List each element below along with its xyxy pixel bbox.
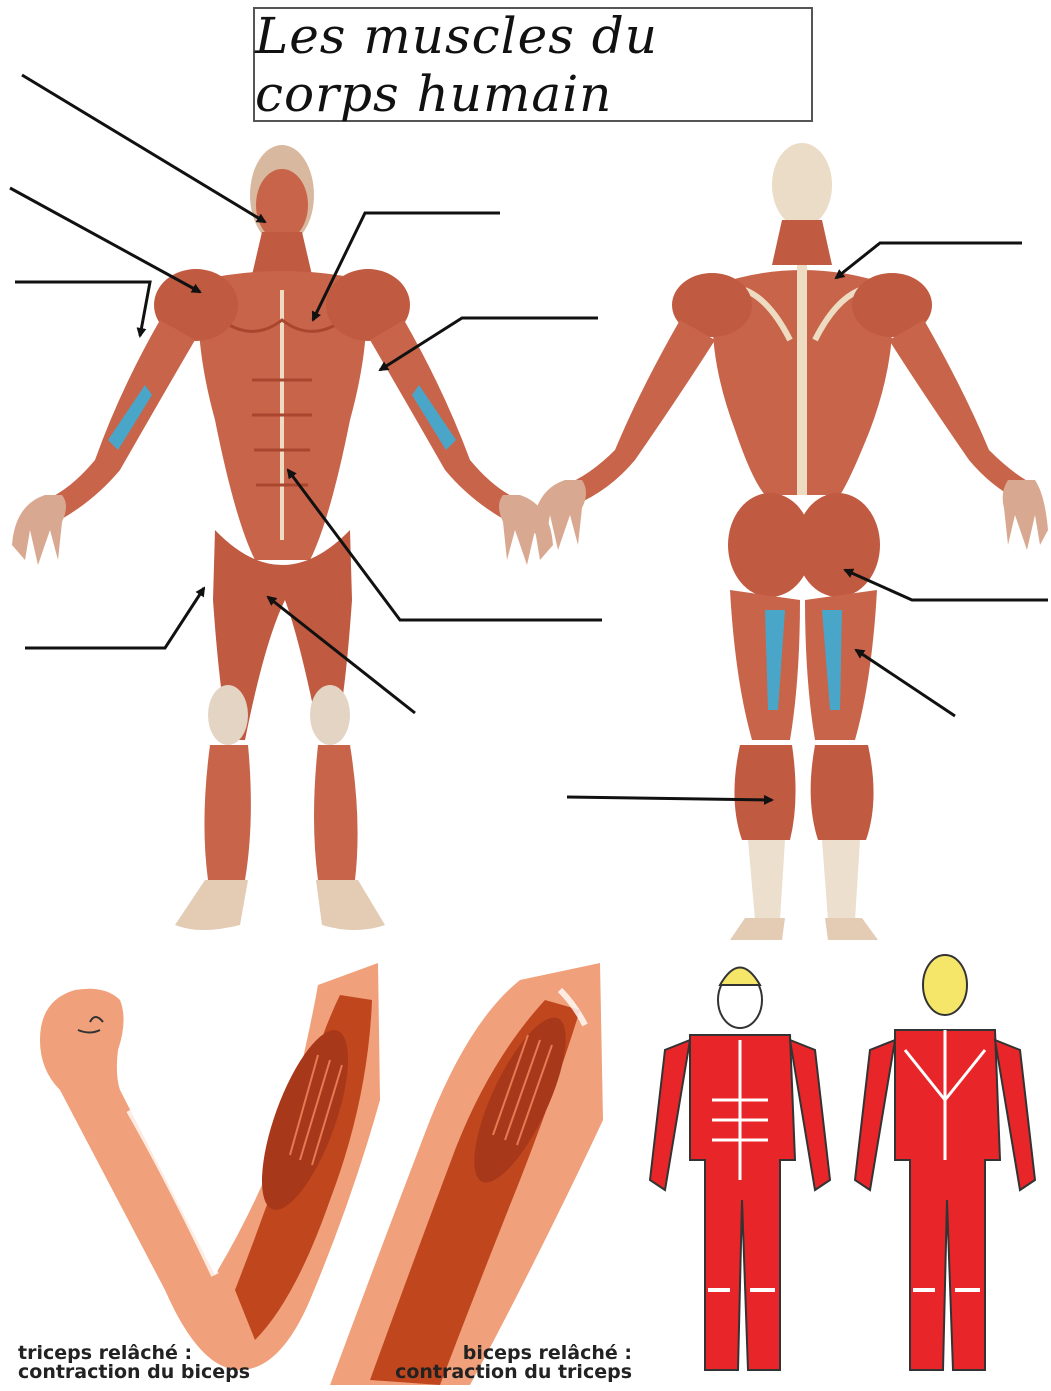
arrow-hamstring: [856, 650, 955, 716]
simple-back-figure: [855, 955, 1035, 1370]
caption-right-line2: contraction du triceps: [395, 1363, 632, 1382]
front-muscle-figure: [12, 145, 553, 930]
arrow-face-muscle: [22, 75, 265, 222]
caption-biceps-contraction: triceps relâché : contraction du biceps: [18, 1344, 250, 1382]
arrow-biceps: [15, 282, 150, 336]
arrow-deltoid: [10, 188, 200, 292]
arrow-quadriceps: [25, 588, 204, 648]
caption-left-line2: contraction du biceps: [18, 1363, 250, 1382]
back-muscle-figure: [532, 143, 1048, 940]
caption-triceps-contraction: biceps relâché : contraction du triceps: [395, 1344, 632, 1382]
simple-front-figure: [650, 968, 830, 1371]
arrow-trapezius: [836, 243, 1022, 278]
bent-arm-illustration: [40, 963, 380, 1370]
